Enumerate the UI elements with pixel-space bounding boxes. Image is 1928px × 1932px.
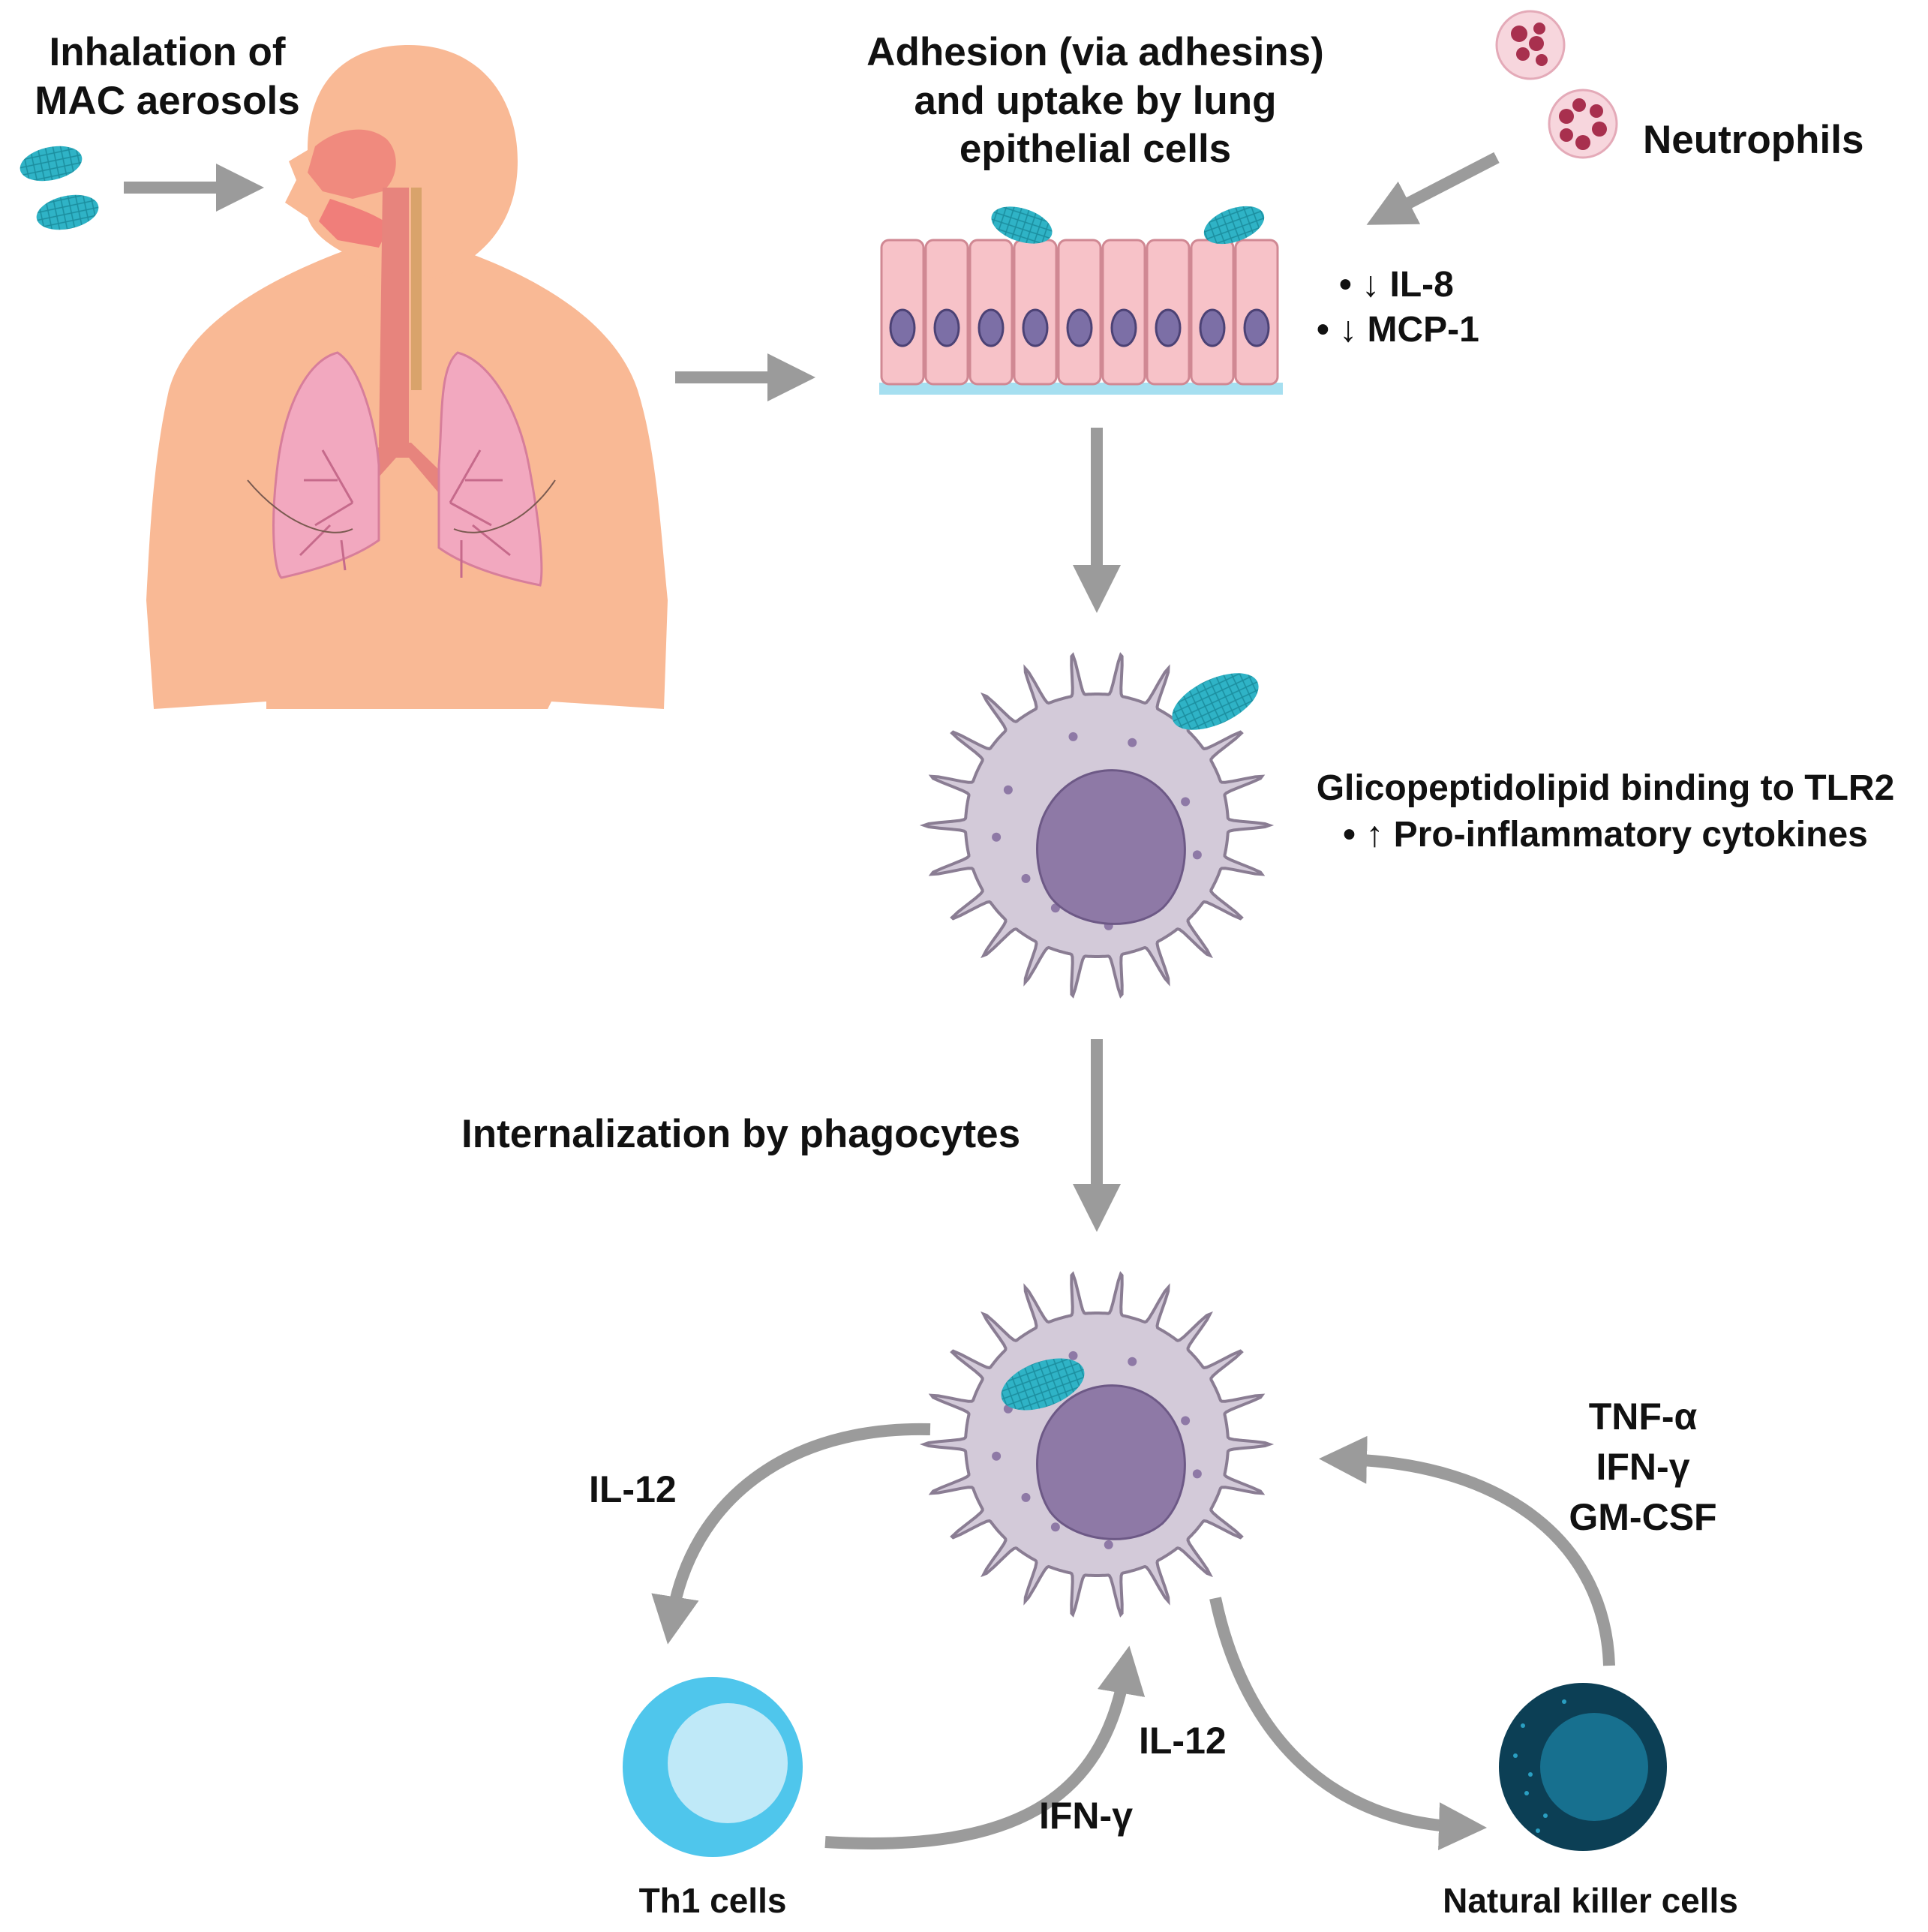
epithelial-nucleus xyxy=(933,308,960,347)
tlr2-label-line: Glicopeptidolipid binding to TLR2 xyxy=(1316,768,1895,808)
adhesion-label-line: epithelial cells xyxy=(959,127,1232,172)
cytoplasm-granule xyxy=(1003,785,1013,795)
macrophage-icon xyxy=(919,652,1275,999)
inhalation-label-line: Inhalation of xyxy=(49,30,286,74)
cytoplasm-granule xyxy=(1181,797,1191,807)
epithelial-nucleus xyxy=(1199,308,1226,347)
il12-right-label: IL-12 xyxy=(1139,1720,1227,1762)
neutrophil-icon xyxy=(1495,10,1618,159)
adhesion-label-line: and uptake by lung xyxy=(914,78,1277,123)
effect-mcp1: • ↓ MCP-1 xyxy=(1317,310,1479,350)
th1-cells-label: Th1 cells xyxy=(638,1881,787,1920)
cytokine-gmcsf: GM-CSF xyxy=(1569,1496,1717,1538)
nk-cell-icon xyxy=(1499,1683,1667,1851)
adhesion-label: Adhesion (via adhesins) and uptake by lu… xyxy=(825,29,1365,174)
cytoplasm-granule xyxy=(1192,850,1202,860)
cytoplasm-granule xyxy=(1104,1540,1113,1549)
neutrophils-label: Neutrophils xyxy=(1643,118,1864,162)
nk-cells-label: Natural killer cells xyxy=(1443,1881,1738,1920)
adhesion-label-line: Adhesion (via adhesins) xyxy=(866,30,1324,74)
inhalation-label: Inhalation of MAC aerosols xyxy=(14,29,321,125)
cytoplasm-granule xyxy=(1068,1351,1078,1360)
cytoplasm-granule xyxy=(1128,738,1137,747)
cytokine-ifn: IFN-γ xyxy=(1596,1446,1690,1488)
cytoplasm-granule xyxy=(1068,732,1078,741)
arrow-th1-ifn-to-macrophage xyxy=(824,1645,1146,1849)
mac-bacteria-icon xyxy=(20,146,99,230)
cytoplasm-granule xyxy=(1192,1469,1202,1479)
cytoplasm-granule xyxy=(1050,1522,1060,1532)
epithelial-effects-list: • ↓ IL-8 • ↓ MCP-1 xyxy=(1317,263,1479,353)
macrophage-infected-icon xyxy=(919,1271,1275,1618)
cytoplasm-granule xyxy=(1021,1492,1031,1502)
epithelial-nucleus xyxy=(1155,308,1182,347)
arrow-il12-to-th1 xyxy=(651,1423,931,1645)
cytoplasm-granule xyxy=(1128,1357,1137,1366)
tlr2-label-line: • ↑ Pro-inflammatory cytokines xyxy=(1343,815,1868,855)
inhalation-label-line: MAC aerosols xyxy=(35,78,300,123)
cytoplasm-granule xyxy=(992,1451,1002,1461)
arrow-neutrophils-to-epithelium xyxy=(1366,152,1500,225)
cytoplasm-granule xyxy=(992,832,1002,842)
il12-left-label: IL-12 xyxy=(589,1468,677,1510)
tlr2-label: Glicopeptidolipid binding to TLR2 • ↑ Pr… xyxy=(1287,765,1924,859)
epithelial-nucleus xyxy=(1022,308,1049,347)
arrow-nk-cytokines-to-macrophage xyxy=(1319,1435,1615,1666)
ifn-gamma-th1-label: IFN-γ xyxy=(1039,1795,1133,1837)
arrow-il12-to-nk xyxy=(1209,1597,1487,1851)
cytoplasm-granule xyxy=(1181,1416,1191,1426)
cytokine-tnf: TNF-α xyxy=(1588,1396,1698,1438)
th1-cell-icon xyxy=(623,1677,803,1857)
effect-il8: • ↓ IL-8 xyxy=(1339,265,1454,305)
nk-cytokines-label: TNF-α IFN-γ GM-CSF xyxy=(1538,1392,1748,1543)
epithelial-nucleus xyxy=(1243,308,1270,347)
epithelial-nucleus xyxy=(1066,308,1093,347)
internalization-label: Internalization by phagocytes xyxy=(461,1112,1021,1156)
cytoplasm-granule xyxy=(1021,873,1031,883)
epithelial-nucleus xyxy=(889,308,916,347)
human-figure-icon xyxy=(146,45,668,709)
lung-epithelium-icon xyxy=(879,206,1283,395)
epithelial-nucleus xyxy=(978,308,1005,347)
epithelial-nucleus xyxy=(1110,308,1137,347)
